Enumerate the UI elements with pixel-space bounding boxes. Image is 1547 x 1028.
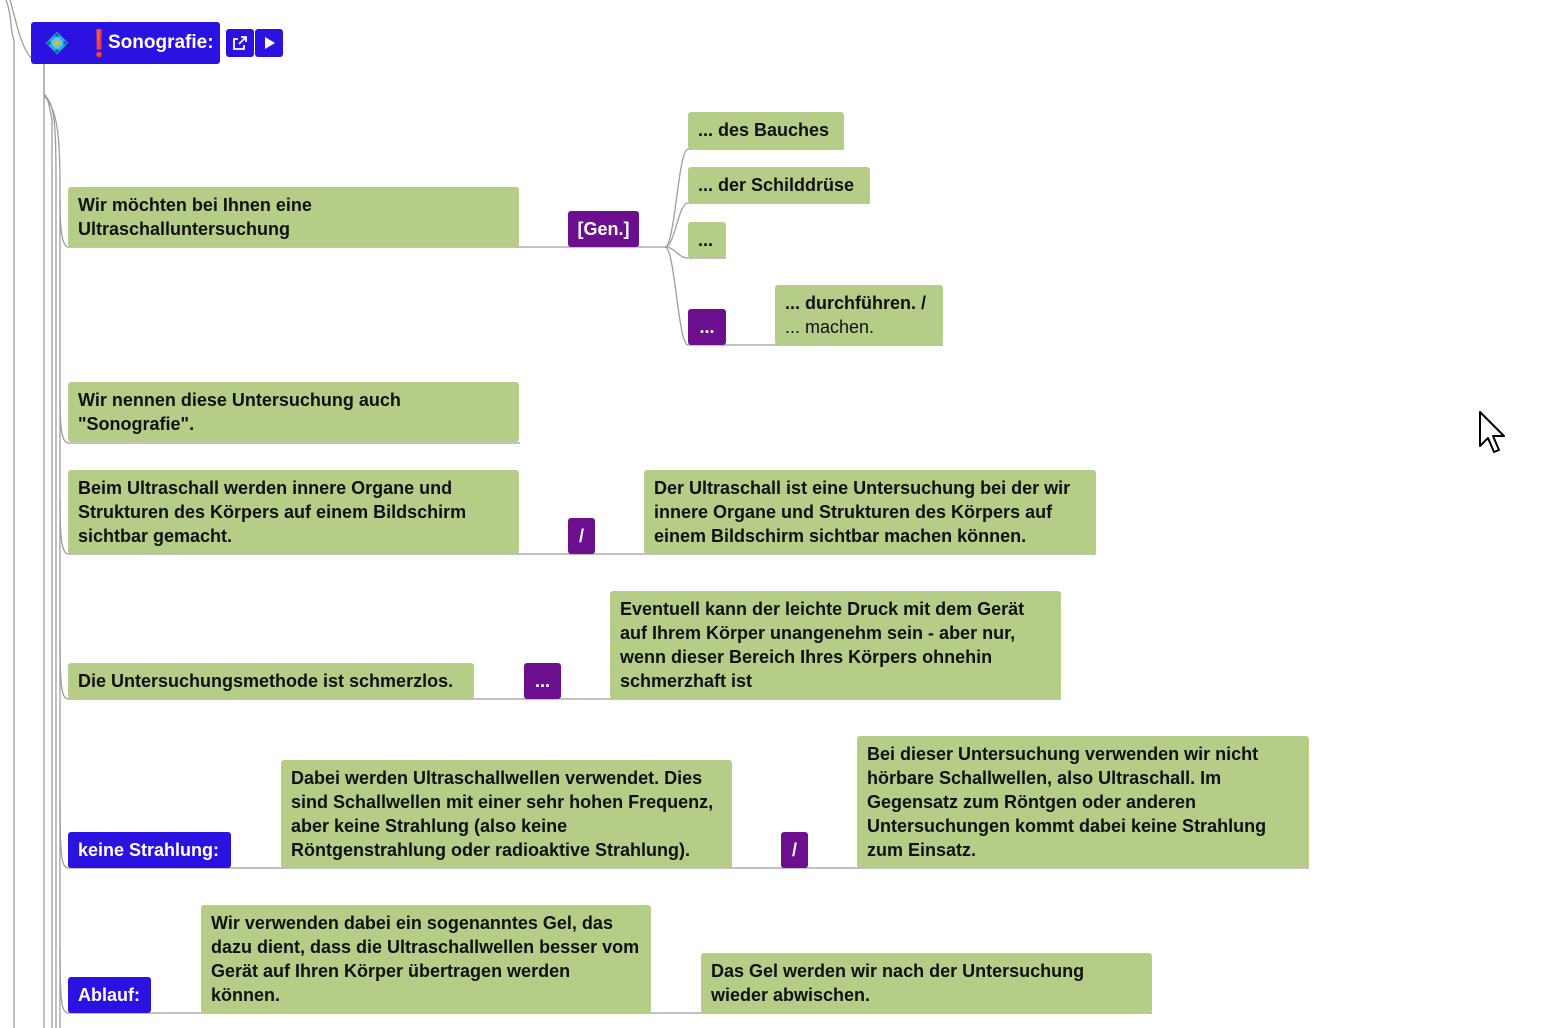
branch-gel-node[interactable]: Wir verwenden dabei ein sogenanntes Gel,… — [201, 905, 651, 1013]
branch-organe-alt-node[interactable]: Der Ultraschall ist eine Untersuchung be… — [644, 470, 1096, 554]
open-external-button[interactable] — [226, 29, 254, 57]
play-button[interactable] — [255, 29, 283, 57]
branch-schmerzlos-node[interactable]: Die Untersuchungsmethode ist schmerzlos. — [68, 663, 474, 699]
branch-ultraschall-node[interactable]: Wir möchten bei Ihnen eine Ultraschallun… — [68, 187, 519, 247]
exclamation-icon: ❗ — [83, 28, 116, 58]
option-bauch-node[interactable]: ... des Bauches — [688, 112, 844, 149]
branch-schallwellen-alt-node[interactable]: Bei dieser Untersuchung verwenden wir ni… — [857, 736, 1309, 868]
label-keine-strahlung[interactable]: keine Strahlung: — [68, 832, 231, 868]
play-icon — [265, 37, 275, 49]
root-node[interactable]: ❗ Sonografie: — [31, 22, 220, 64]
diamond-network-icon — [45, 31, 69, 55]
branch-organe-node[interactable]: Beim Ultraschall werden innere Organe un… — [68, 470, 519, 554]
genitive-tag[interactable]: [Gen.] — [568, 211, 639, 247]
branch-gel-abwischen-node[interactable]: Das Gel werden wir nach der Untersuchung… — [701, 953, 1152, 1013]
more-tag-2[interactable]: ... — [524, 663, 561, 699]
slash-tag-1[interactable]: / — [568, 518, 595, 554]
slash-tag-2[interactable]: / — [781, 832, 808, 868]
open-external-icon — [233, 36, 247, 50]
ending-bold-text: ... durchführen. / — [785, 293, 927, 313]
root-label: Sonografie: — [108, 32, 214, 53]
branch-ultraschallwellen-node[interactable]: Dabei werden Ultraschallwellen verwendet… — [281, 760, 732, 868]
mouse-cursor-icon — [1479, 411, 1505, 453]
ending-normal-text: ... machen. — [785, 317, 875, 337]
branch-druck-node[interactable]: Eventuell kann der leichte Druck mit dem… — [610, 591, 1061, 699]
label-ablauf[interactable]: Ablauf: — [68, 977, 151, 1013]
option-more-node[interactable]: ... — [688, 222, 726, 258]
option-schilddruese-node[interactable]: ... der Schilddrüse — [688, 167, 870, 203]
branch-sonografie-node[interactable]: Wir nennen diese Untersuchung auch "Sono… — [68, 382, 519, 442]
ending-node[interactable]: ... durchführen. / ... machen. — [775, 285, 943, 345]
more-tag[interactable]: ... — [688, 309, 726, 345]
